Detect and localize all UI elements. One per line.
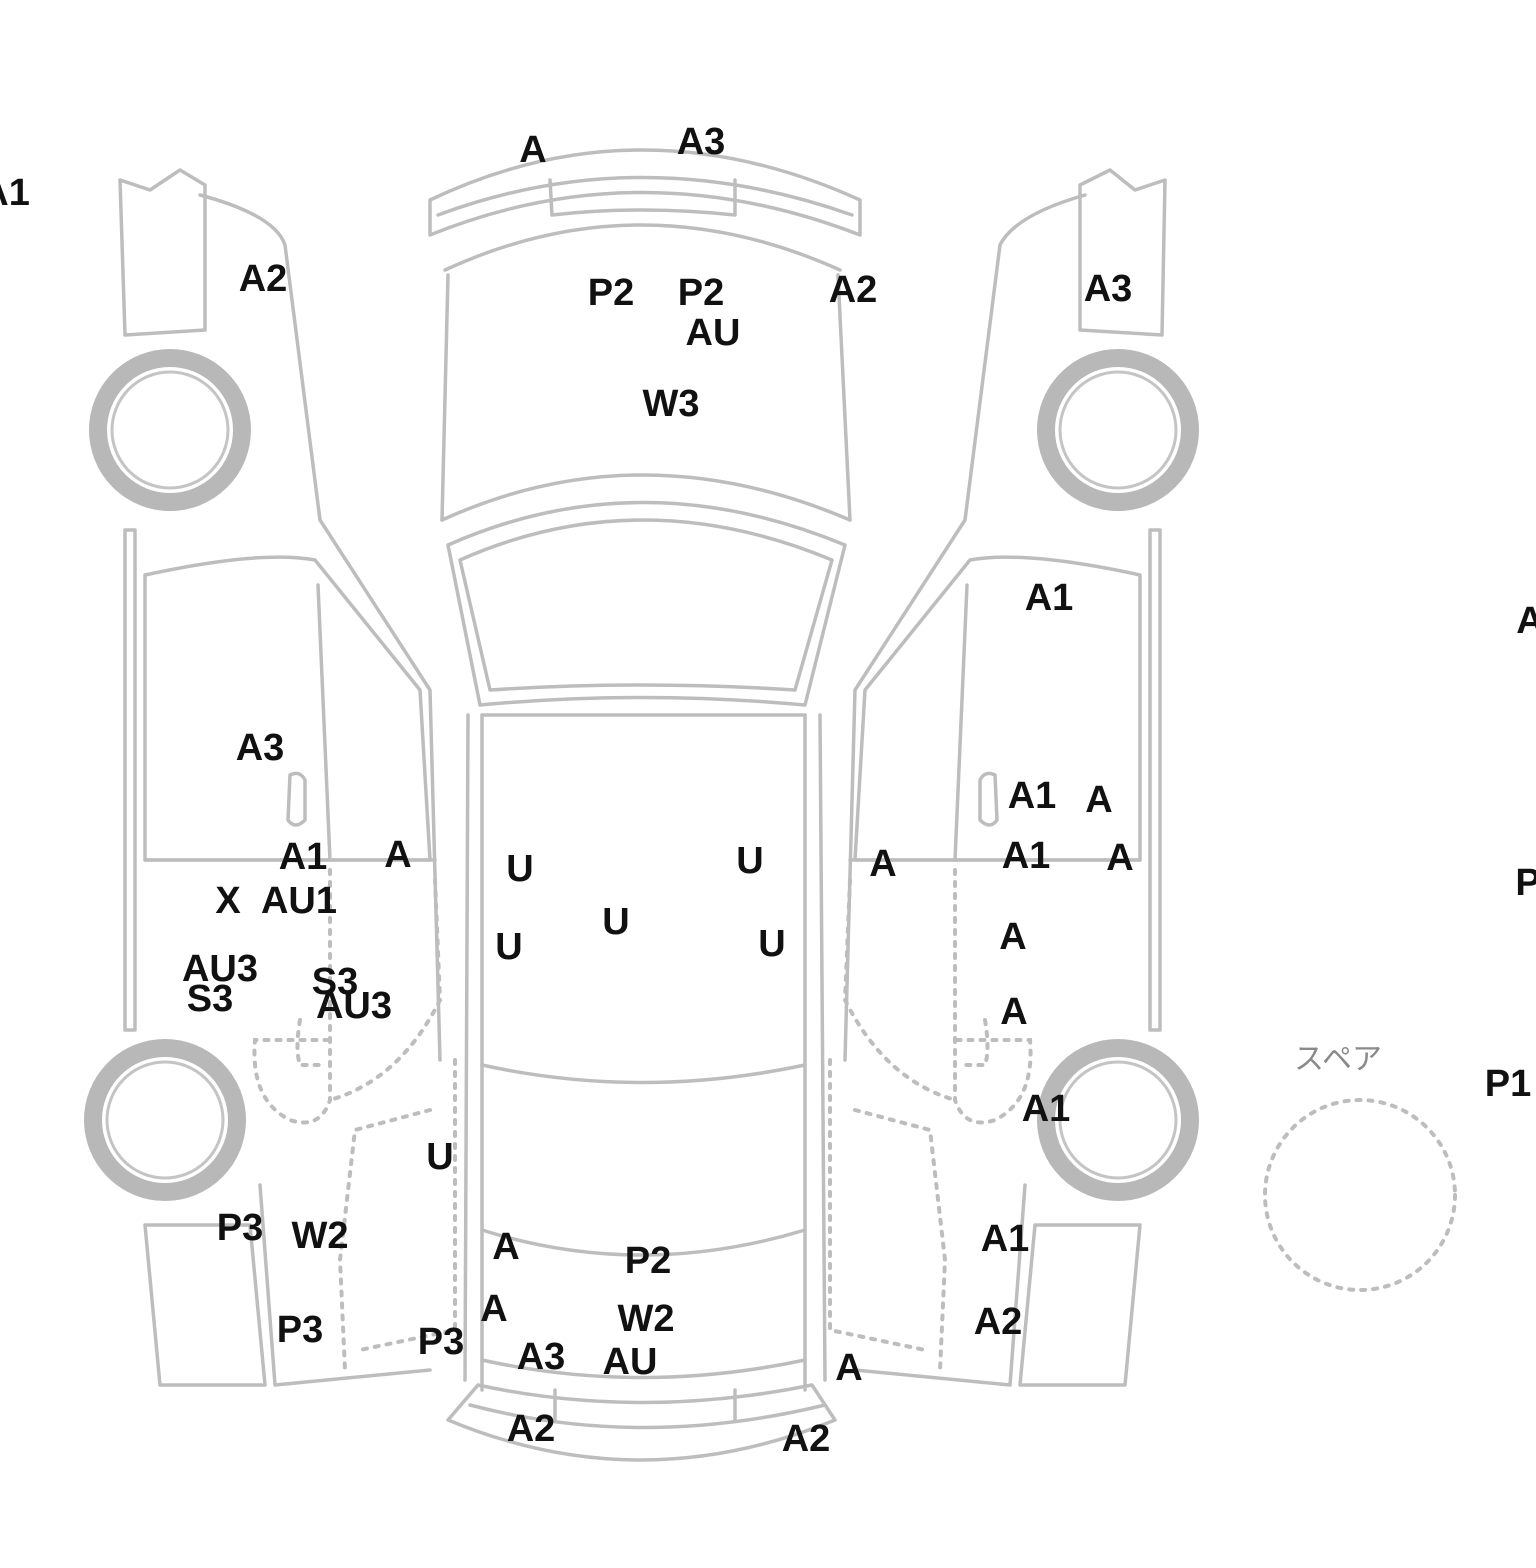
damage-mark: AU1 <box>260 880 338 922</box>
damage-mark: A3 <box>516 1336 566 1378</box>
damage-mark: AU3 <box>181 948 259 990</box>
damage-mark: U <box>758 923 786 965</box>
right-rear-tire <box>1037 1039 1199 1201</box>
damage-mark: S3 <box>311 961 359 1003</box>
damage-mark: AU <box>602 1341 658 1383</box>
left-side-outline <box>118 168 457 1387</box>
roof-and-rear-outline <box>446 713 837 1462</box>
damage-mark: A3 <box>676 121 726 163</box>
damage-mark: AU3 <box>315 985 393 1027</box>
damage-mark: A <box>1516 600 1536 642</box>
damage-mark: A3 <box>235 727 285 769</box>
damage-mark: P3 <box>417 1321 465 1363</box>
damage-mark: A2 <box>238 258 288 300</box>
right-side-outline <box>828 168 1167 1387</box>
damage-mark: A <box>480 1288 508 1330</box>
damage-mark: S3 <box>186 978 234 1020</box>
damage-mark: W2 <box>617 1298 675 1340</box>
damage-mark: U <box>736 840 764 882</box>
damage-mark: A <box>835 1347 863 1389</box>
damage-mark: A2 <box>973 1301 1023 1343</box>
damage-mark: A <box>519 129 547 171</box>
damage-mark: A1 <box>1007 775 1057 817</box>
damage-mark: W2 <box>291 1215 349 1257</box>
damage-mark: A <box>384 834 412 876</box>
damage-mark: A2 <box>828 269 878 311</box>
damage-mark: A1 <box>278 836 328 878</box>
damage-mark: A1 <box>1001 835 1051 877</box>
damage-mark: A <box>1000 991 1028 1033</box>
damage-mark: P3 <box>216 1207 264 1249</box>
damage-mark: P1 <box>1484 1063 1532 1105</box>
damage-mark: X <box>215 880 241 922</box>
damage-mark: P <box>1515 862 1536 904</box>
windshield-outline <box>446 500 847 707</box>
damage-mark: P2 <box>624 1240 672 1282</box>
damage-mark: A1 <box>980 1218 1030 1260</box>
damage-mark: U <box>426 1136 454 1178</box>
damage-mark: U <box>506 848 534 890</box>
damage-mark: A1 <box>0 172 30 214</box>
left-rear-tire <box>84 1039 246 1201</box>
damage-mark: U <box>602 901 630 943</box>
damage-mark: P2 <box>677 272 725 314</box>
spare-tire-outline <box>1263 1098 1457 1292</box>
damage-mark: A <box>492 1226 520 1268</box>
damage-mark: AU <box>685 312 741 354</box>
damage-mark: A <box>869 843 897 885</box>
damage-mark: P3 <box>276 1309 324 1351</box>
damage-mark: P2 <box>587 272 635 314</box>
right-front-tire <box>1037 349 1199 511</box>
damage-mark: A <box>999 916 1027 958</box>
spare-label: スペア <box>1294 1042 1382 1077</box>
damage-mark: U <box>495 926 523 968</box>
damage-mark: A2 <box>781 1418 831 1460</box>
damage-mark: A2 <box>506 1408 556 1450</box>
damage-mark: A3 <box>1083 268 1133 310</box>
damage-mark: A1 <box>1024 577 1074 619</box>
damage-mark: W3 <box>642 383 700 425</box>
damage-mark: A <box>1085 779 1113 821</box>
front-section-outline <box>428 148 862 522</box>
damage-mark: A <box>1106 837 1134 879</box>
left-front-tire <box>89 349 251 511</box>
damage-mark: A1 <box>1021 1088 1071 1130</box>
